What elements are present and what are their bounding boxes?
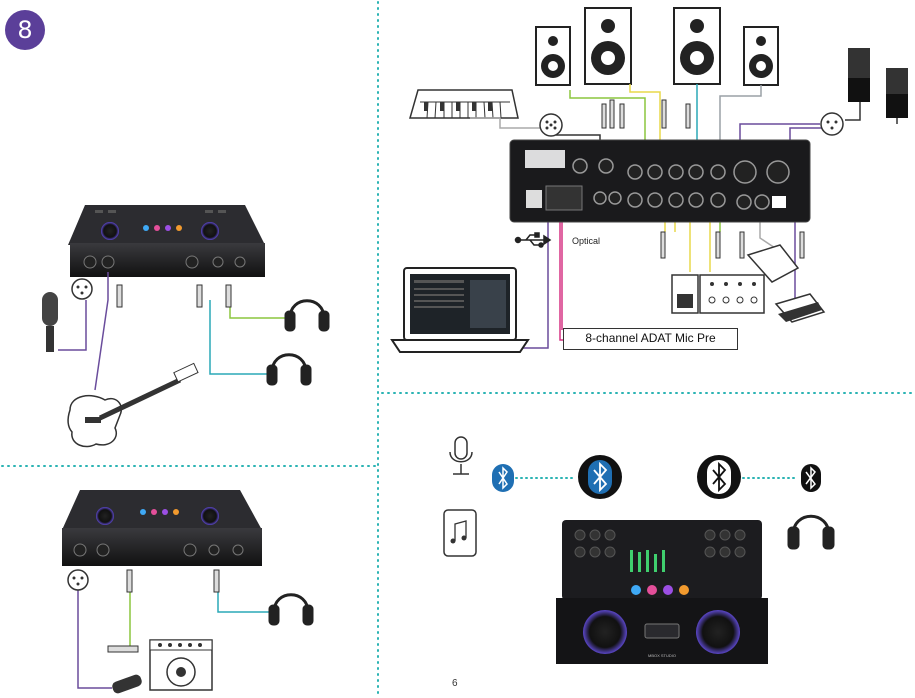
page-number: 6 <box>452 678 458 689</box>
mbox-device-bottom-left <box>62 490 262 566</box>
footswitch-icon <box>746 244 826 323</box>
speaker-icon <box>535 26 571 86</box>
optical-label: Optical <box>572 236 601 246</box>
adat-mic-pre-label: 8-channel ADAT Mic Pre <box>563 328 738 350</box>
xlr-icon <box>71 278 93 300</box>
pedal-icon <box>699 274 765 314</box>
microphone-icon <box>848 48 870 102</box>
headphones-icon <box>266 353 312 386</box>
microphone-icon <box>42 292 58 352</box>
microphone-icon <box>886 68 908 118</box>
speaker-icon <box>584 7 632 85</box>
guitar-icon <box>67 362 199 448</box>
keyboard-icon <box>409 89 519 119</box>
headphones-icon <box>787 514 835 550</box>
mbox-rear-panel <box>509 139 811 223</box>
speaker-icon <box>743 26 779 86</box>
bluetooth-icon <box>697 455 741 499</box>
xlr-icon <box>539 113 563 137</box>
bluetooth-icon <box>801 464 821 492</box>
jack-icon <box>601 99 805 259</box>
laptop-icon <box>390 267 530 353</box>
microphone-icon <box>107 645 142 694</box>
xlr-icon <box>820 112 844 136</box>
xlr-icon <box>67 569 89 591</box>
tablet-icon <box>443 509 477 557</box>
pedal-icon <box>671 274 699 314</box>
bluetooth-icon <box>578 455 622 499</box>
headphones-icon <box>284 299 330 332</box>
mbox-device-top-view <box>556 520 768 664</box>
headphones-icon <box>268 593 314 626</box>
jack-icon <box>116 284 232 308</box>
microphone-icon <box>449 436 473 475</box>
amp-icon <box>149 639 213 691</box>
bluetooth-icon <box>492 464 514 492</box>
usb-icon <box>514 232 552 248</box>
device-label: MBOX STUDIO <box>648 653 676 658</box>
mbox-device-top-left <box>68 205 265 277</box>
jack-icon <box>126 569 220 593</box>
speaker-icon <box>673 7 721 85</box>
step-badge: 8 <box>5 10 45 50</box>
